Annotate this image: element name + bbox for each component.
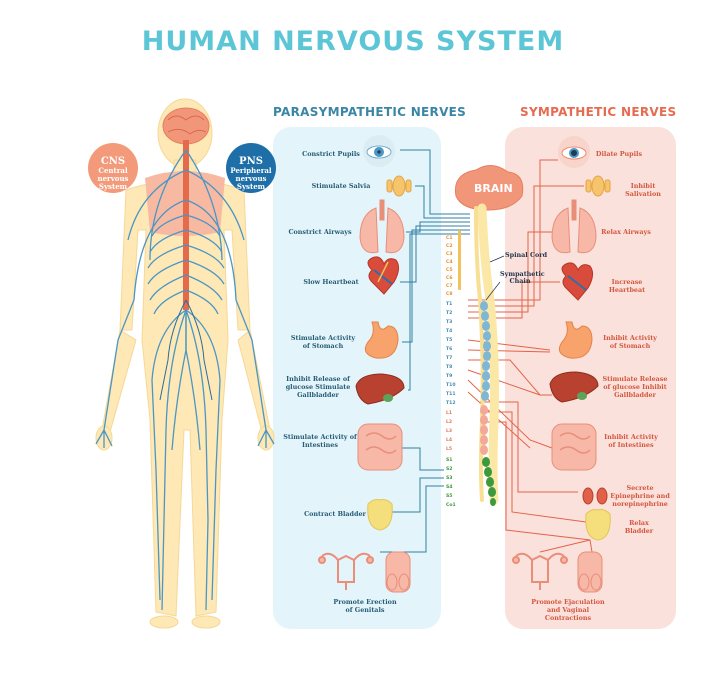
sympathetic-chain-label: Sympathetic Chain [500,270,545,285]
segment-t2: T2 [446,311,453,316]
spinal-cord-pointer [489,255,505,263]
symp-label-inhibit-salivation: Inhibit Salivation [625,182,661,198]
para-stomach-icon [364,321,399,359]
symp-label-dilate-pupils: Dilate Pupils [595,150,643,158]
segment-markers [458,230,461,290]
para-label-constrict-pupils: Constrict Pupils [302,150,360,158]
segment-t11: T11 [446,392,456,397]
spinal-cord-edge [474,206,485,502]
segment-t1: T1 [446,302,453,307]
segment-c2: C2 [446,244,453,249]
para-label-slow-heartbeat: Slow Heartbeat [303,278,359,286]
symp-adrenal-icon [582,487,608,505]
symp-label-relax-airways: Relax Airways [601,228,651,236]
parasympathetic-panel [273,127,441,629]
nerve-network-deep [159,299,213,401]
symp-intestines-icon [551,423,597,471]
segment-s5: S5 [446,494,453,499]
symp-stomach-icon [558,321,593,359]
segment-s3: S3 [446,476,453,481]
symp-heart-icon [561,262,594,301]
segment-s4: S4 [446,485,453,490]
spinal-cord-icon [183,140,189,310]
page-title: HUMAN NERVOUS SYSTEM [141,26,565,57]
spinal-cord [477,203,499,505]
para-intestines-icon [357,423,403,471]
segment-c8: C8 [446,292,453,297]
para-eye-icon [363,135,395,167]
para-label-intestines: Stimulate Activity of Intestines [283,433,357,449]
segment-c6: C6 [446,276,453,281]
segment-t3: T3 [446,320,453,325]
pns-subtitle: Peripheral nervous System [230,166,272,191]
brain-label: BRAIN [474,182,513,195]
segment-t8: T8 [446,365,453,370]
para-lungs-icon [359,199,405,254]
symp-salivary-icon [585,175,611,197]
cns-bubble: CNS Central nervous System [88,143,138,193]
symp-label-promote-ejaculation: Promote Ejaculation and Vaginal Contract… [531,598,605,622]
symp-label-increase-heartbeat: Increase Heartbeat [608,278,646,294]
segment-t12: T12 [446,401,456,406]
segment-t7: T7 [446,356,453,361]
parasympathetic-connectors [380,149,470,553]
spinal-cord-label: Spinal Cord [505,251,548,259]
symp-bladder-icon [585,509,611,541]
cns-subtitle: Central nervous System [97,166,129,191]
segment-l5: L5 [446,447,453,452]
symp-label-inhibit-intestines: Inhibit Activity of Intestines [604,433,658,449]
segment-l2: L2 [446,420,453,425]
segment-s2: S2 [446,467,453,472]
para-label-gallbladder: Inhibit Release of glucose Stimulate Gal… [285,375,351,399]
segment-l1: L1 [446,411,453,416]
segment-l3: L3 [446,429,453,434]
pns-bubble: PNS Peripheral nervous System [226,143,276,193]
parasympathetic-heading: PARASYMPATHETIC NERVES [273,105,467,119]
segment-s1: S1 [446,458,453,463]
segment-c4: C4 [446,260,453,265]
pns-title: PNS [239,156,263,167]
para-male-genitals-icon [385,551,411,593]
sympathetic-chain [480,301,496,506]
segment-c5: C5 [446,268,453,273]
cns-title: CNS [100,156,126,167]
para-female-genitals-icon [318,552,374,590]
segment-c7: C7 [446,284,453,289]
para-label-contract-bladder: Contract Bladder [304,510,366,518]
chain-pointer [485,281,501,301]
segment-c3: C3 [446,252,453,257]
segment-t9: T9 [446,374,453,379]
para-salivary-icon [386,175,412,197]
symp-eye-icon [558,136,590,168]
para-label-promote-erection: Promote Erection of Genitals [333,598,397,614]
symp-lungs-icon [551,199,597,254]
segment-t6: T6 [446,347,453,352]
para-bladder-icon [367,499,393,531]
symp-male-genitals-icon [577,551,603,593]
symp-label-relax-bladder: Relax Bladder [624,519,654,535]
sympathetic-heading: SYMPATHETIC NERVES [520,105,677,119]
para-label-stimulate-stomach: Stimulate Activity of Stomach [290,334,356,350]
para-liver-icon [355,373,405,405]
segment-t4: T4 [446,329,453,334]
segment-t5: T5 [446,338,453,343]
symp-liver-icon [549,371,599,403]
segment-t10: T10 [446,383,456,388]
segment-l4: L4 [446,438,453,443]
symp-label-epinephrine: Secrete Epinephrine and norepinephrine [610,484,670,508]
segment-co1: Co1 [446,503,456,508]
symp-label-inhibit-stomach: Inhibit Activity of Stomach [603,334,657,350]
para-label-stimulate-salvia: Stimulate Salvia [311,182,371,190]
para-heart-icon [367,256,400,295]
segment-c1: C1 [446,236,453,241]
symp-female-genitals-icon [512,552,568,590]
symp-label-release-glucose: Stimulate Release of glucose Inhibit Gal… [602,375,668,399]
para-label-constrict-airways: Constrict Airways [288,228,352,236]
